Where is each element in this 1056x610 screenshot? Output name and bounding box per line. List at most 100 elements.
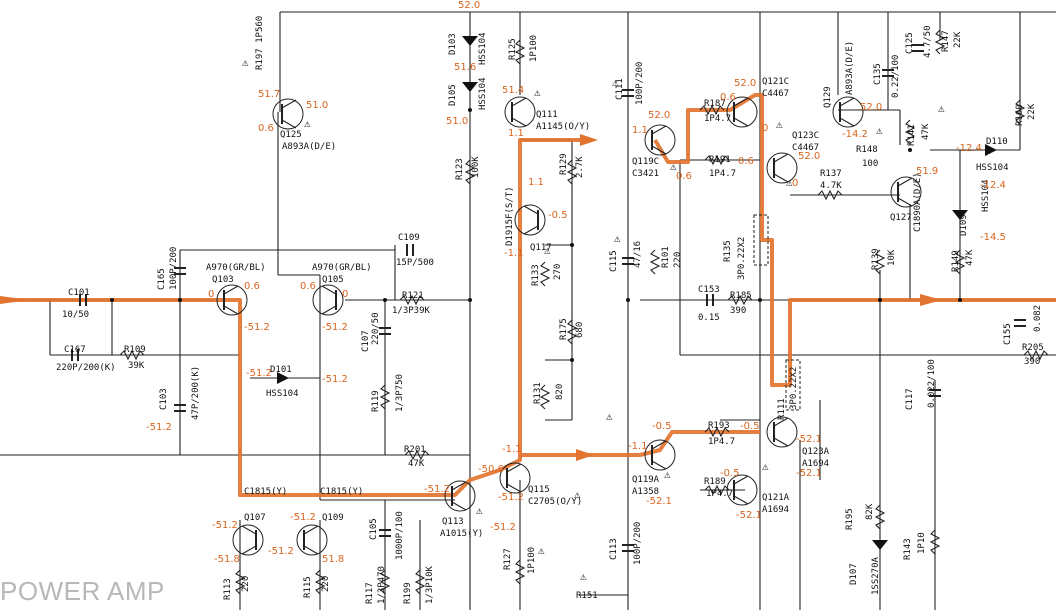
label-d107-b: 1SS270A [871, 556, 881, 595]
label-q121c-a: Q121C [762, 77, 789, 87]
label-c135-b: 0.22/100 [891, 55, 901, 98]
label-r117-a: R117 [365, 582, 375, 604]
label-r127-a: R127 [503, 548, 513, 570]
output-arrow [920, 294, 942, 306]
capacitor-c101 [79, 294, 87, 306]
arrow-upper [580, 134, 598, 146]
transistor-q107 [232, 524, 264, 556]
capacitor-c113 [622, 544, 634, 552]
label-c1815-a: C1815(Y) [244, 487, 287, 497]
voltage: 0.6 [300, 281, 316, 292]
label-r175-b: 680 [575, 322, 585, 338]
voltage: 52.0 [648, 110, 670, 121]
label-r133-a: R133 [531, 264, 541, 286]
transistor-q127 [890, 176, 922, 208]
voltage: 0 [342, 289, 348, 300]
label-r127-b: 1P100 [527, 547, 537, 574]
label-r160-a: R160 [1015, 104, 1025, 126]
resistor-r193 [704, 426, 730, 438]
warning-icon: ⚠ [580, 570, 587, 583]
label-r148-b: 100 [862, 159, 878, 169]
label-r189-a: R189 [704, 477, 726, 487]
transistor-q123a [766, 416, 798, 448]
voltage: -51.2 [424, 484, 450, 495]
label-c111-a: C111 [615, 78, 625, 100]
voltage: 52.0 [458, 0, 480, 11]
component-labels: R197 1P560 Q125 A893A(D/E) D103 HSS104 D… [56, 16, 1044, 604]
label-c107-b: 220/50 [371, 312, 381, 345]
label-c117-b: 0.022/100 [927, 359, 937, 408]
voltage: -51.8 [214, 554, 240, 565]
label-r185-b: 390 [730, 306, 746, 316]
label-r195-a: R195 [845, 508, 855, 530]
input-arrow [0, 296, 30, 304]
label-q105-a: A970(GR/BL) [312, 263, 372, 273]
label-d107-a: D107 [849, 563, 859, 585]
voltage: 51.0 [446, 116, 468, 127]
label-c111-b: 100P/200 [635, 62, 645, 105]
voltage: 1.1 [508, 128, 524, 139]
label-c165-b: 100P/200 [169, 247, 179, 290]
resistor-r141 [904, 119, 916, 145]
voltage: -51.2 [498, 492, 524, 503]
resistor-r199 [414, 569, 426, 595]
voltage: 0 [208, 289, 214, 300]
capacitor-c167 [71, 349, 79, 361]
page-title: POWER AMP [0, 576, 165, 606]
label-q127-a: Q127 [890, 213, 912, 223]
label-d101-a: D101 [270, 365, 292, 375]
label-q121a-b: A1694 [762, 505, 789, 515]
label-c167-a: C167 [64, 345, 86, 355]
arrow-lower [576, 449, 594, 461]
label-r141-a: R141 [907, 124, 917, 146]
label-q109: Q109 [322, 513, 344, 523]
label-d105-a: D105 [448, 84, 458, 106]
label-r115-b: 220 [321, 576, 331, 592]
resistor-r129 [566, 159, 578, 185]
label-q123c-b: C4467 [792, 143, 819, 153]
voltage: -0.5 [720, 468, 740, 479]
voltage: 51.7 [258, 89, 280, 100]
voltage: 0.6 [738, 156, 754, 167]
label-r143-b: 1P10 [917, 532, 927, 554]
warning-icon: ⚠ [786, 176, 793, 189]
label-r149-b: 47K [965, 249, 975, 266]
label-r135-b: 3P0.22X2 [737, 237, 747, 280]
label-d109-b: HSS104 [981, 179, 991, 212]
transistor-q103 [216, 284, 248, 316]
label-r205-a: R205 [1022, 343, 1044, 353]
resistor-r143 [929, 529, 941, 555]
warning-icon: ⚠ [538, 544, 545, 557]
label-r111-b: 3P0.22X2 [789, 367, 799, 410]
label-r123-b: 100K [471, 156, 481, 178]
resistor-r131 [539, 384, 551, 410]
voltage: 0.6 [244, 281, 260, 292]
warning-icon: ⚠ [574, 488, 581, 501]
transistor-q119a [644, 439, 676, 471]
resistor-r160 [1014, 99, 1026, 125]
transistor-q119c [644, 124, 676, 156]
label-r125-b: 1P100 [529, 35, 539, 62]
transistor-q121c [726, 96, 758, 128]
label-c105-a: C105 [369, 518, 379, 540]
label-d109-a: D109 [959, 214, 969, 236]
label-q129-a: Q129 [823, 86, 833, 108]
label-r201-b: 47K [408, 459, 425, 469]
resistor-r123 [464, 159, 476, 185]
capacitor-c105 [379, 529, 391, 537]
label-q105-b: Q105 [322, 275, 344, 285]
label-c165-a: C165 [157, 268, 167, 290]
label-q113-b: A1015(Y) [440, 529, 483, 539]
label-q129-b: A893A(D/E) [845, 41, 855, 95]
label-c155-a: C155 [1003, 323, 1013, 345]
voltage: 51.0 [306, 100, 328, 111]
label-r129-b: 2.7K [575, 156, 585, 178]
label-q107: Q107 [244, 513, 266, 523]
transistor-q129 [832, 96, 864, 128]
label-q119a-a: Q119A [632, 475, 660, 485]
voltage: 51.8 [322, 554, 344, 565]
resistor-r121 [399, 294, 425, 306]
voltage: -12.4 [980, 180, 1006, 191]
resistor-r135 [753, 214, 769, 266]
